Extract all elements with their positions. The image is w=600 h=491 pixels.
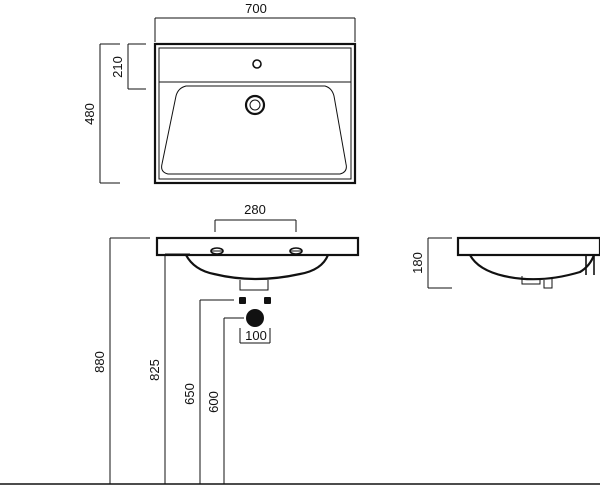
side-overflow-outlet — [543, 278, 553, 289]
drain-diameter-label: 100 — [245, 328, 267, 343]
front-bowl-profile — [185, 254, 330, 281]
basin-inner-outline — [158, 47, 352, 180]
waste-connection-icon — [246, 309, 264, 327]
height-825-label: 825 — [147, 359, 162, 381]
side-basin-rim — [456, 236, 600, 257]
width-label: 700 — [245, 1, 267, 16]
bowl-outline — [161, 85, 347, 175]
front-basin-rim — [155, 236, 360, 257]
back-depth-label: 210 — [110, 56, 125, 78]
top-view: 700 480 210 — [82, 1, 357, 185]
height-600-label: 600 — [206, 391, 221, 413]
drain-inner-ring — [249, 99, 261, 111]
depth-label: 480 — [82, 103, 97, 125]
side-thickness-label: 180 — [410, 252, 425, 274]
side-view: 180 — [410, 236, 600, 289]
supply-connection-right-icon — [264, 297, 271, 304]
side-bowl-profile — [469, 254, 596, 281]
tap-spacing-label: 280 — [244, 202, 266, 217]
front-view: 280 880 825 650 600 100 — [0, 202, 600, 485]
height-880-label: 880 — [92, 351, 107, 373]
front-waste-outlet — [239, 280, 269, 291]
side-waste-outlet — [521, 276, 541, 285]
supply-connection-left-icon — [239, 297, 246, 304]
drain-icon — [244, 94, 266, 116]
height-650-label: 650 — [182, 383, 197, 405]
basin-outer-outline — [153, 42, 357, 185]
tap-hole-icon — [252, 59, 262, 69]
